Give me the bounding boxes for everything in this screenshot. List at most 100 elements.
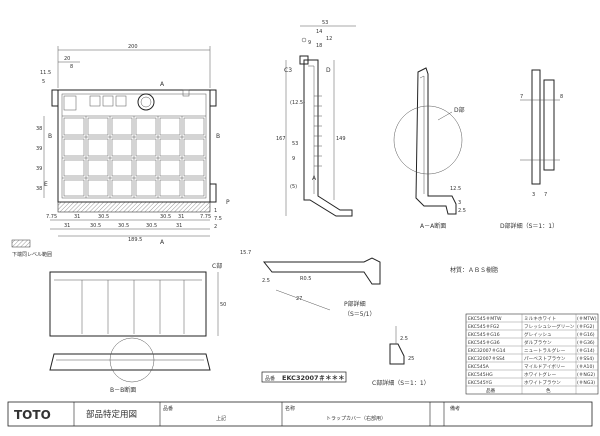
dim-7-5: 7.5: [214, 216, 222, 222]
side-dim-9: 9: [308, 40, 311, 46]
detail-c-label: C部詳細（S＝1：1）: [372, 379, 430, 387]
color-table-cell: パーベストブラウン: [524, 355, 566, 362]
side-label-d: D: [326, 67, 331, 74]
side-ribs: [314, 95, 322, 167]
detail-c: 2.5 25 C部詳細（S＝1：1）: [372, 326, 430, 387]
side-label-a: A: [312, 175, 317, 182]
color-table-cell: EKC32007＃G14: [468, 348, 506, 354]
name-label: 名称: [285, 405, 295, 412]
name-value: トラップカバー（右部用）: [326, 415, 386, 422]
section-bb-label: B－B断面: [110, 386, 136, 394]
dim-bottom-1: 31: [74, 214, 80, 220]
color-table-cell: (＃MTW): [577, 316, 597, 322]
dim-bottom2-4: 31: [176, 223, 182, 229]
detail-d-dim-1: 8: [560, 94, 563, 100]
section-mark-b-left: B: [48, 133, 52, 140]
detail-mark-e: E: [44, 181, 48, 188]
title-block: TOTO 部品特定用図 品番 上記 名称 トラップカバー（右部用） 備考: [7, 401, 593, 427]
color-table-cell: (＃NG3): [577, 380, 595, 386]
side-dim-167: 167: [276, 136, 286, 142]
detail-d-label: D部詳細（S＝1：1）: [500, 222, 558, 230]
side-dim-12-5: (12.5): [290, 100, 305, 106]
hatch-legend: 下端同レベル範囲: [11, 239, 52, 258]
section-aa-detail-d: D部: [454, 106, 465, 114]
front-dim-50: 50: [220, 302, 226, 308]
detail-mark-p: P: [226, 199, 230, 206]
color-table-footer-hinban: 品番: [486, 387, 496, 394]
dim-200: 200: [128, 44, 138, 50]
detail-p-label: P部詳細: [344, 300, 366, 308]
color-table-cell: EKC32007＃SS4: [468, 356, 505, 362]
detail-c-dim-1: 25: [408, 356, 414, 362]
toto-logo: TOTO: [14, 408, 51, 422]
dim-bottom-5: 7.75: [200, 214, 211, 220]
side-dim-14: 14: [316, 29, 322, 35]
dim-bottom-2: 30.5: [98, 214, 109, 220]
detail-d-dim-2: 3: [532, 192, 535, 198]
color-table-cell: EKC545＃MTW: [468, 316, 502, 322]
drawing-title: 部品特定用図: [86, 409, 137, 420]
dim-bottom-3: 30.5: [160, 214, 171, 220]
dim-left-2: 39: [36, 166, 42, 172]
color-table-cell: (＃G36): [577, 340, 595, 346]
detail-p-dim-2: R0.5: [300, 276, 311, 282]
dim-1: 1: [214, 208, 217, 214]
detail-p-scale: （S＝5/1）: [344, 311, 375, 318]
front-label-c: C部: [212, 262, 222, 270]
color-table-cell: マイルドアイボリー: [524, 363, 566, 370]
color-table-cell: EKC545＃G16: [468, 332, 500, 338]
color-table-cell: EKC545A: [468, 364, 490, 370]
color-table-cell: EKC545＃FG2: [468, 324, 499, 330]
dim-bottom2-3: 30.5: [146, 223, 157, 229]
side-dim-5: (5): [290, 184, 297, 190]
color-table-cell: グレイッシュ: [524, 331, 552, 338]
side-view: 53 14 12 18 9 C3 167 149 (12.5) (5) 53 9…: [276, 20, 356, 217]
detail-d: 7 8 3 7 D部詳細（S＝1：1）: [500, 69, 563, 230]
dim-bottom2-2: 30.5: [118, 223, 129, 229]
stamp-code: EKC32007＃＊＊＊: [282, 374, 345, 382]
note-label: 備考: [450, 405, 460, 412]
color-table-cell: EKC545HG: [468, 372, 493, 378]
dim-left-0: 38: [36, 126, 42, 132]
color-table-cell: ダルブラウン: [524, 339, 552, 346]
color-table-cell: ニュートラルグレー: [524, 347, 566, 354]
dim-189-5: 189.5: [128, 237, 142, 243]
color-table: EKC545＃MTW ミルキホワイト (＃MTW) EKC545＃FG2 フレッシュシー…: [465, 313, 599, 395]
side-label-c3: C3: [284, 67, 292, 74]
section-aa-dim-0: 12.5: [450, 186, 461, 192]
section-b-b: C部詳細（S＝1：1） B－B断面: [49, 337, 211, 394]
color-table-cell: フレッシュシーグリーン: [524, 323, 575, 330]
side-dim-149: 149: [336, 136, 346, 142]
part-stamp: 品番 EKC32007＃＊＊＊: [261, 371, 347, 383]
section-mark-b-right: B: [216, 133, 220, 140]
side-dim-53: 53: [322, 20, 328, 26]
section-a-a: D部 12.5 3 2.5 A－A断面: [393, 67, 466, 230]
detail-p: 27 2.5 R0.5 P部詳細 （S＝5/1）: [262, 257, 381, 318]
dim-8: 8: [70, 64, 73, 70]
color-table-cell: (＃G16): [577, 332, 595, 338]
color-table-cell: ホワイトグレー: [524, 371, 557, 378]
color-table-cell: (＃SS4): [577, 356, 594, 362]
dim-2: 2: [214, 224, 217, 230]
hinban-value: 上記: [216, 415, 226, 422]
color-table-cell: (＃NG2): [577, 372, 595, 378]
color-table-cell: ホワイトブラウン: [524, 379, 561, 386]
dim-left-1: 39: [36, 146, 42, 152]
color-table-cell: (＃FG2): [577, 324, 595, 330]
dim-bottom2-1: 30.5: [90, 223, 101, 229]
dim-bottom-0: 7.75: [46, 214, 57, 220]
stamp-prefix: 品番: [265, 375, 275, 382]
color-table-cell: (＃A10): [577, 364, 594, 370]
section-mark-a-bottom: A: [160, 239, 165, 246]
dim-11-5: 11.5: [40, 70, 51, 76]
hinban-label: 品番: [163, 405, 173, 412]
section-aa-dim-2: 2.5: [458, 208, 466, 214]
section-aa-label: A－A断面: [420, 222, 446, 230]
color-table-cell: ミルキホワイト: [524, 316, 556, 322]
color-table-cell: (＃G14): [577, 348, 595, 354]
plan-grid: [62, 115, 206, 198]
detail-c-dim-0: 2.5: [400, 336, 408, 342]
detail-d-dim-0: 7: [520, 94, 523, 100]
